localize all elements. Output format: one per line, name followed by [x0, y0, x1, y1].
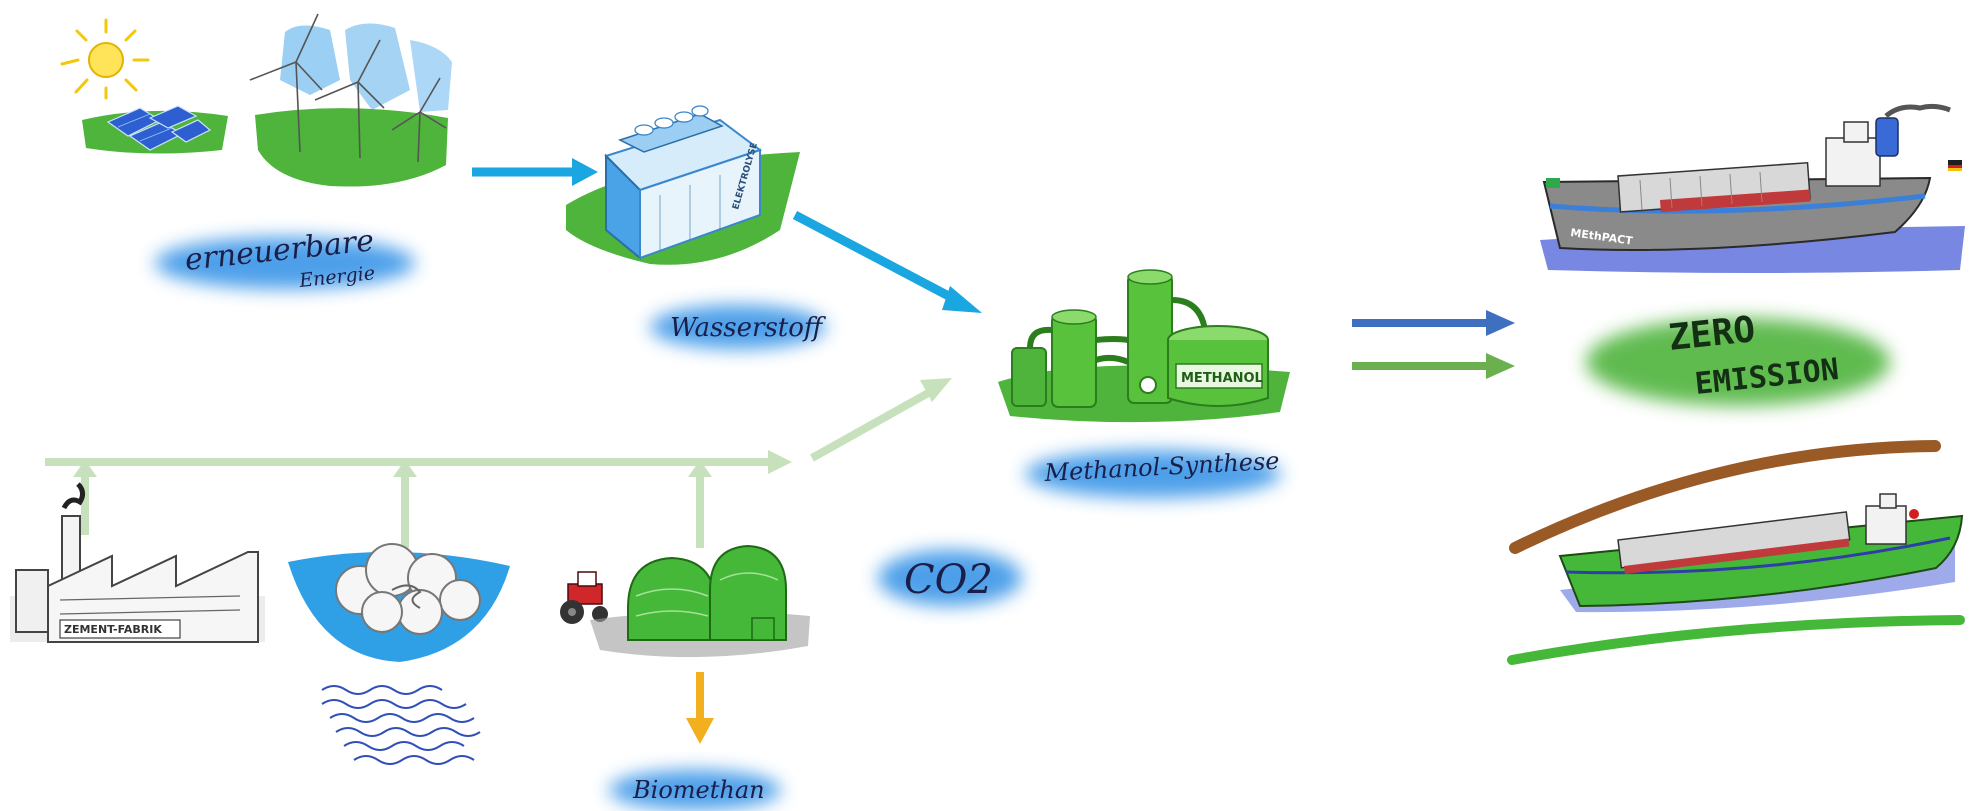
river-bank-top: [1509, 440, 1941, 554]
label-methanol-synthesis: Methanol-Synthese: [1025, 447, 1281, 498]
label-biomethane: Biomethan: [609, 770, 781, 810]
arrow-biogas-to-biomethane: [686, 672, 714, 744]
output-arrows: [1352, 310, 1515, 379]
sun-icon: [60, 18, 150, 100]
electrolysis-plant-icon: ELEKTROLYSE: [566, 105, 800, 265]
river-bank-bottom: [1507, 615, 1965, 665]
solar-panels-icon: [82, 105, 228, 154]
label-hydrogen: Wasserstoff: [650, 305, 827, 349]
svg-text:Wasserstoff: Wasserstoff: [670, 313, 827, 343]
co2-collection-arrows: [45, 378, 952, 548]
label-renewable-energy: erneuerbare Energie: [155, 223, 415, 292]
svg-text:Biomethan: Biomethan: [632, 776, 765, 804]
sea-ship-icon: MEthPACT: [1540, 103, 1965, 273]
arrow-renewable-to-electrolysis: [472, 158, 598, 186]
svg-text:ZERO: ZERO: [1667, 309, 1758, 359]
inland-ship-icon: [1558, 493, 1964, 613]
svg-text:METHANOL: METHANOL: [1181, 371, 1263, 386]
wind-turbines-icon: [249, 13, 452, 187]
label-zero-emission: ZERO EMISSION: [1586, 309, 1890, 406]
arrow-hydrogen-to-synthesis: [792, 211, 982, 313]
svg-text:ZEMENT-FABRIK: ZEMENT-FABRIK: [64, 623, 162, 636]
svg-text:CO2: CO2: [904, 557, 993, 603]
methanol-synthesis-plant-icon: METHANOL: [998, 269, 1290, 423]
tractor-icon: [560, 571, 608, 624]
biomass-cloud-icon: [288, 543, 510, 662]
biogas-plant-icon: [590, 544, 810, 658]
cement-factory-icon: ZEMENT-FABRIK: [10, 482, 265, 643]
water-waves-icon: [321, 685, 481, 765]
label-co2: CO2: [878, 550, 1022, 606]
